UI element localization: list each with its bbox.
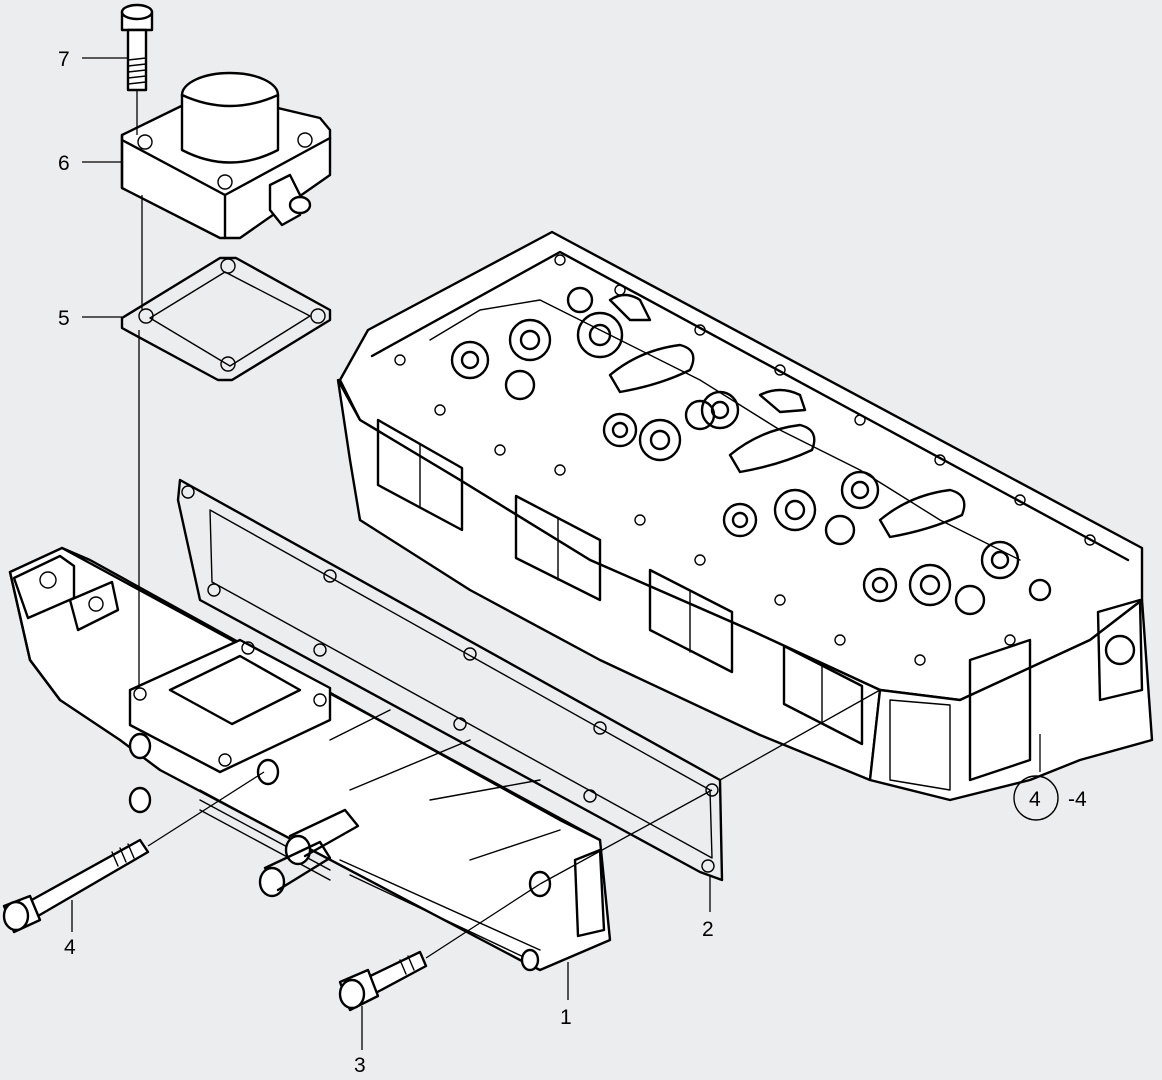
callout-7: 7 <box>58 48 70 71</box>
reference-circle-number: 4 <box>1029 788 1041 811</box>
callout-2: 2 <box>702 918 714 941</box>
cylinder-head <box>336 230 1154 802</box>
reference-suffix: -4 <box>1068 788 1087 811</box>
callout-4: 4 <box>64 936 76 959</box>
callout-1: 1 <box>560 1006 572 1029</box>
callout-5: 5 <box>58 307 70 330</box>
flange-gasket <box>120 256 332 382</box>
callout-3: 3 <box>354 1054 366 1077</box>
short-bolt <box>338 950 428 1012</box>
callout-6: 6 <box>58 152 70 175</box>
intake-manifold <box>8 546 612 972</box>
long-bolt <box>2 838 150 934</box>
heater-bolt <box>120 3 154 92</box>
reference-callout: 4 -4 <box>1013 775 1087 821</box>
leader-lines <box>71 57 1041 1050</box>
intake-heater <box>120 71 332 240</box>
